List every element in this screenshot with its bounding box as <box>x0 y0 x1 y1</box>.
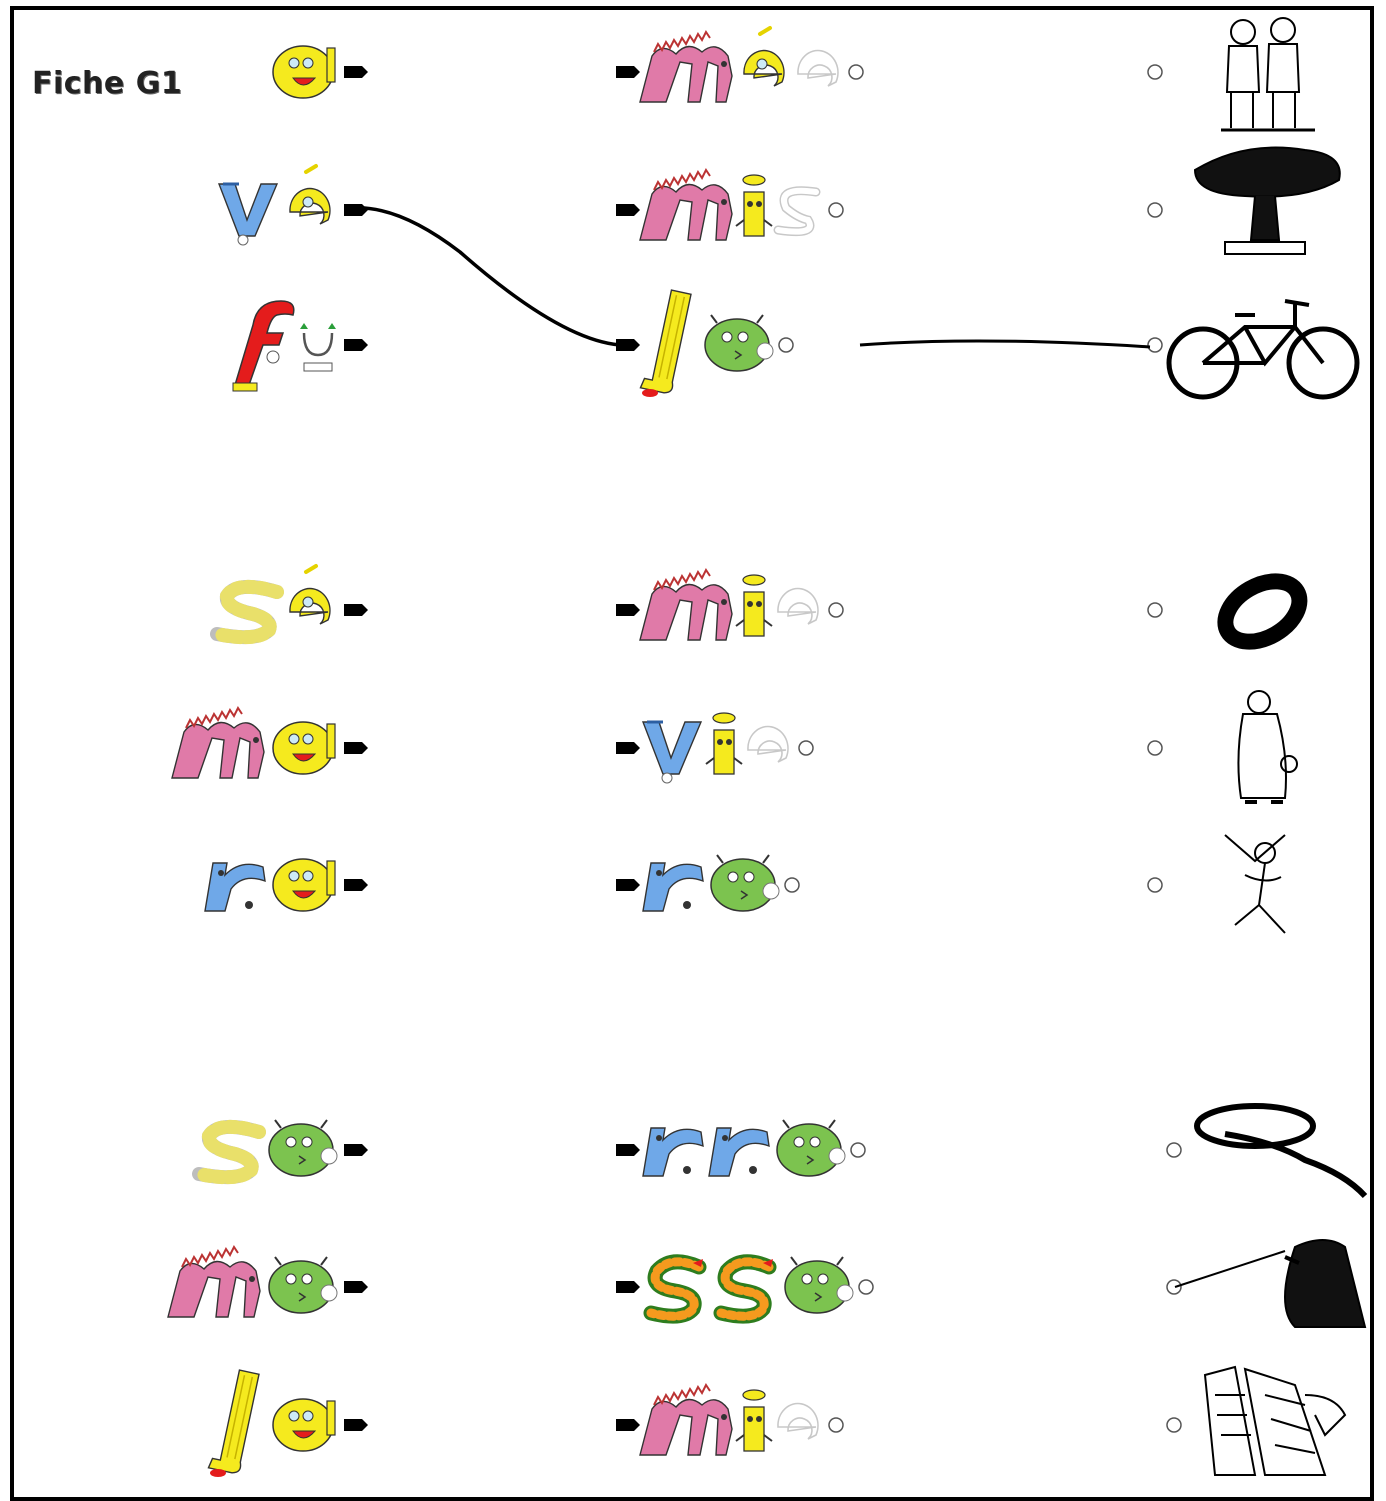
grey-s-letter-icon <box>199 1127 259 1177</box>
two-boys-icon <box>1221 17 1315 132</box>
middle-arrow-icon <box>616 1419 640 1431</box>
falling-man-icon <box>1224 834 1286 934</box>
middle-answer-dot[interactable] <box>778 337 794 353</box>
tree-icon <box>1193 146 1341 255</box>
left-arrow-icon <box>344 339 368 351</box>
picture-answer-dot[interactable] <box>1166 1417 1182 1433</box>
picture-answer-dot[interactable] <box>1166 1142 1182 1158</box>
yellow-e-letter-icon <box>287 164 332 226</box>
middle-answer-dot[interactable] <box>784 877 800 893</box>
left-arrow-icon <box>344 204 368 216</box>
blue-r-letter-icon <box>204 862 266 912</box>
middle-answer-dot[interactable] <box>828 1417 844 1433</box>
left-arrow-icon <box>344 1281 368 1293</box>
pink-m-letter-icon <box>167 1246 261 1318</box>
yellow-i-letter-icon <box>705 712 743 775</box>
pink-m-letter-icon <box>639 1384 733 1456</box>
green-snake-s-letter-icon <box>651 1259 703 1316</box>
yellow-blob-letter-icon <box>272 1398 336 1452</box>
picture-answer-dot[interactable] <box>1147 64 1163 80</box>
picture-answer-dot[interactable] <box>1147 602 1163 618</box>
middle-arrow-icon <box>616 1144 640 1156</box>
middle-answer-dot[interactable] <box>848 64 864 80</box>
blue-r-letter-icon <box>708 1127 770 1177</box>
yellow-e-letter-icon <box>741 26 786 88</box>
picture-answer-dot[interactable] <box>1147 877 1163 893</box>
ghost-e-letter-icon <box>777 587 819 625</box>
middle-arrow-icon <box>616 879 640 891</box>
yellow-l-letter-icon <box>207 1367 261 1478</box>
ghost-e-letter-icon <box>797 49 839 87</box>
grandmother-icon <box>1237 690 1298 804</box>
left-arrow-icon <box>344 1144 368 1156</box>
mummies-icon <box>1203 1365 1347 1476</box>
pink-m-letter-icon <box>639 169 733 241</box>
ghost-s-letter-icon <box>778 191 816 232</box>
green-o-letter-icon <box>268 1119 338 1177</box>
picture-answer-dot[interactable] <box>1147 202 1163 218</box>
middle-arrow-icon <box>616 66 640 78</box>
grey-s-letter-icon <box>217 587 277 637</box>
middle-answer-dot[interactable] <box>858 1279 874 1295</box>
green-o-letter-icon <box>710 854 780 912</box>
answer-line-2 <box>859 339 1151 349</box>
middle-arrow-icon <box>616 742 640 754</box>
picture-answer-dot[interactable] <box>1147 740 1163 756</box>
yellow-blob-letter-icon <box>272 858 336 912</box>
small-u-letter-icon <box>298 321 338 373</box>
pink-m-letter-icon <box>639 569 733 641</box>
left-arrow-icon <box>344 1419 368 1431</box>
yellow-e-letter-icon <box>287 564 332 626</box>
green-snake-s-letter-icon <box>721 1259 773 1316</box>
picture-answer-dot[interactable] <box>1166 1279 1182 1295</box>
left-arrow-icon <box>344 879 368 891</box>
pink-m-letter-icon <box>171 707 265 779</box>
yellow-l-letter-icon <box>639 287 693 398</box>
left-arrow-icon <box>344 66 368 78</box>
middle-answer-dot[interactable] <box>798 740 814 756</box>
bicycle-icon <box>1166 299 1360 400</box>
green-o-letter-icon <box>784 1256 854 1314</box>
left-arrow-icon <box>344 604 368 616</box>
zero-ring-icon <box>1217 573 1308 650</box>
middle-answer-dot[interactable] <box>850 1142 866 1158</box>
middle-arrow-icon <box>616 1281 640 1293</box>
yellow-i-letter-icon <box>735 174 773 237</box>
ghost-e-letter-icon <box>747 725 789 763</box>
middle-answer-dot[interactable] <box>828 602 844 618</box>
red-f-letter-icon <box>232 300 295 392</box>
middle-answer-dot[interactable] <box>828 202 844 218</box>
lasso-rope-icon <box>1194 1103 1368 1199</box>
answer-line-1 <box>354 206 621 347</box>
middle-arrow-icon <box>616 204 640 216</box>
pink-m-letter-icon <box>639 31 733 104</box>
yellow-i-letter-icon <box>735 1389 773 1452</box>
yellow-i-letter-icon <box>735 574 773 637</box>
green-o-letter-icon <box>268 1256 338 1314</box>
worksheet-title: Fiche G1 <box>32 66 183 101</box>
green-o-letter-icon <box>776 1119 846 1177</box>
picture-answer-dot[interactable] <box>1147 337 1163 353</box>
blue-r-letter-icon <box>642 862 704 912</box>
green-o-letter-icon <box>704 314 774 372</box>
masked-fencer-icon <box>1174 1239 1367 1328</box>
blue-v-letter-icon <box>641 720 703 785</box>
left-arrow-icon <box>344 742 368 754</box>
blue-v-letter-icon <box>217 182 279 247</box>
yellow-blob-letter-icon <box>272 45 336 99</box>
ghost-e-letter-icon <box>777 1402 819 1440</box>
blue-r-letter-icon <box>642 1127 704 1177</box>
yellow-blob-letter-icon <box>272 721 336 775</box>
middle-arrow-icon <box>616 604 640 616</box>
